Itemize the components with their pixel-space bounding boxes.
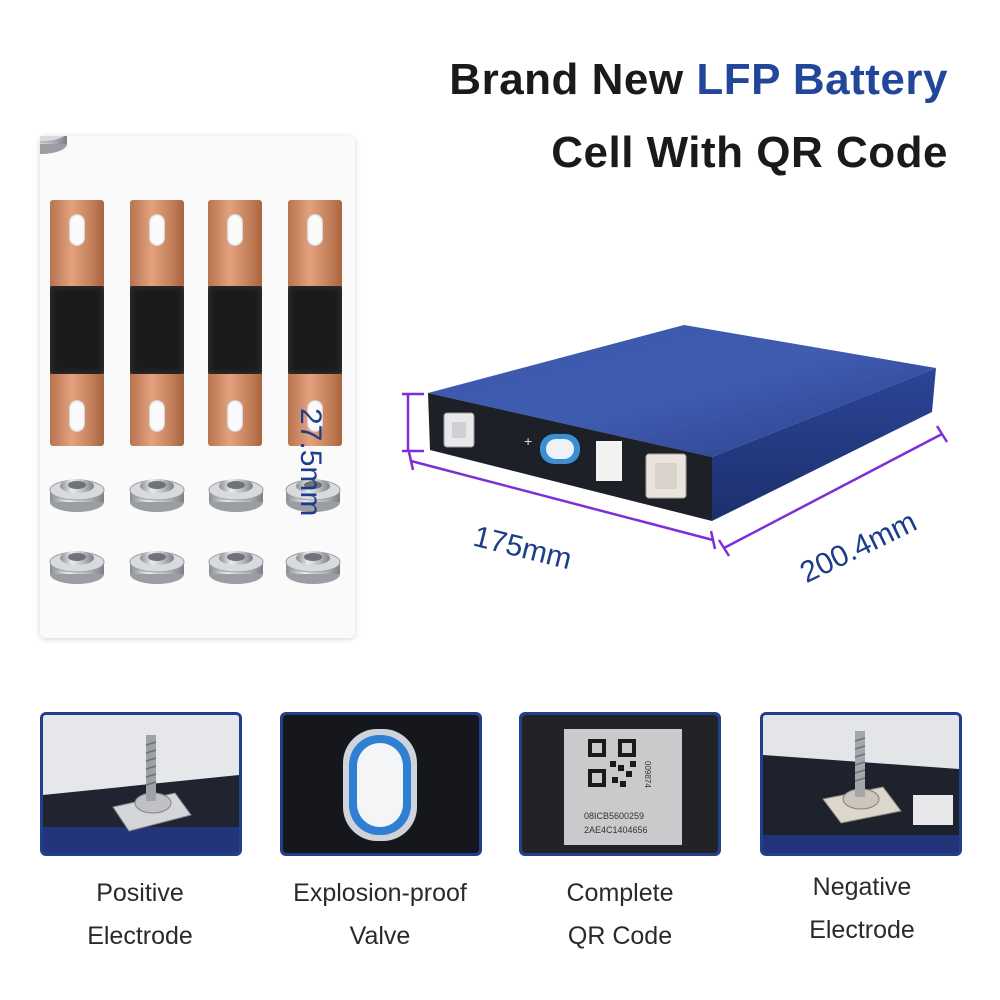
- feature-label-line2: Electrode: [809, 916, 915, 944]
- qr-label-on-cell: [596, 441, 622, 481]
- positive-sign: +: [524, 433, 532, 449]
- feature-label-line2: QR Code: [567, 922, 673, 950]
- cell-top-face: [428, 325, 936, 457]
- busbar: [50, 200, 104, 446]
- thumb-negative-electrode: [760, 712, 962, 856]
- busbar: [208, 200, 262, 446]
- busbar: [130, 200, 184, 446]
- thumb-explosion-proof-valve: [280, 712, 482, 856]
- explosion-proof-valve-icon: [283, 715, 479, 853]
- title-line-1: Brand New LFP Battery: [449, 55, 948, 105]
- feature-label-line1: Explosion-proof: [293, 879, 467, 907]
- negative-electrode-icon: [763, 715, 959, 853]
- cell-side-face: [712, 368, 936, 521]
- qr-code-text-1: 08ICB5600259: [584, 811, 645, 821]
- nuts-group: [40, 136, 341, 585]
- negative-terminal: [645, 453, 687, 499]
- feature-label-line2: Electrode: [87, 922, 193, 950]
- accessories-card: [40, 136, 355, 638]
- explosion-proof-valve: [540, 434, 580, 464]
- feature-label-qr: Complete QR Code: [510, 872, 730, 958]
- feature-label-line1: Negative: [812, 873, 912, 901]
- feature-label-valve: Explosion-proof Valve: [270, 872, 490, 958]
- dimension-height: 27.5mm: [294, 408, 327, 517]
- feature-label-line2: Valve: [349, 922, 411, 950]
- busbar: [288, 200, 342, 446]
- qr-code-icon: [522, 715, 718, 853]
- qr-side-code: 009874: [643, 761, 652, 788]
- title-prefix: Brand New: [449, 55, 697, 104]
- thumb-qr-code: 009874 08ICB5600259 2AE4C1404656: [519, 712, 721, 856]
- title-accent: LFP Battery: [696, 55, 948, 104]
- positive-terminal: [443, 412, 475, 448]
- qr-code-text-2: 2AE4C1404656: [584, 825, 648, 835]
- feature-label-positive: Positive Electrode: [30, 872, 250, 958]
- feature-label-line1: Complete: [566, 879, 674, 907]
- dimension-lines: [402, 392, 949, 557]
- feature-label-negative: Negative Electrode: [752, 866, 972, 952]
- title-line-2: Cell With QR Code: [551, 128, 948, 177]
- positive-electrode-icon: [43, 715, 239, 853]
- feature-label-line1: Positive: [96, 879, 184, 907]
- thumb-positive-electrode: [40, 712, 242, 856]
